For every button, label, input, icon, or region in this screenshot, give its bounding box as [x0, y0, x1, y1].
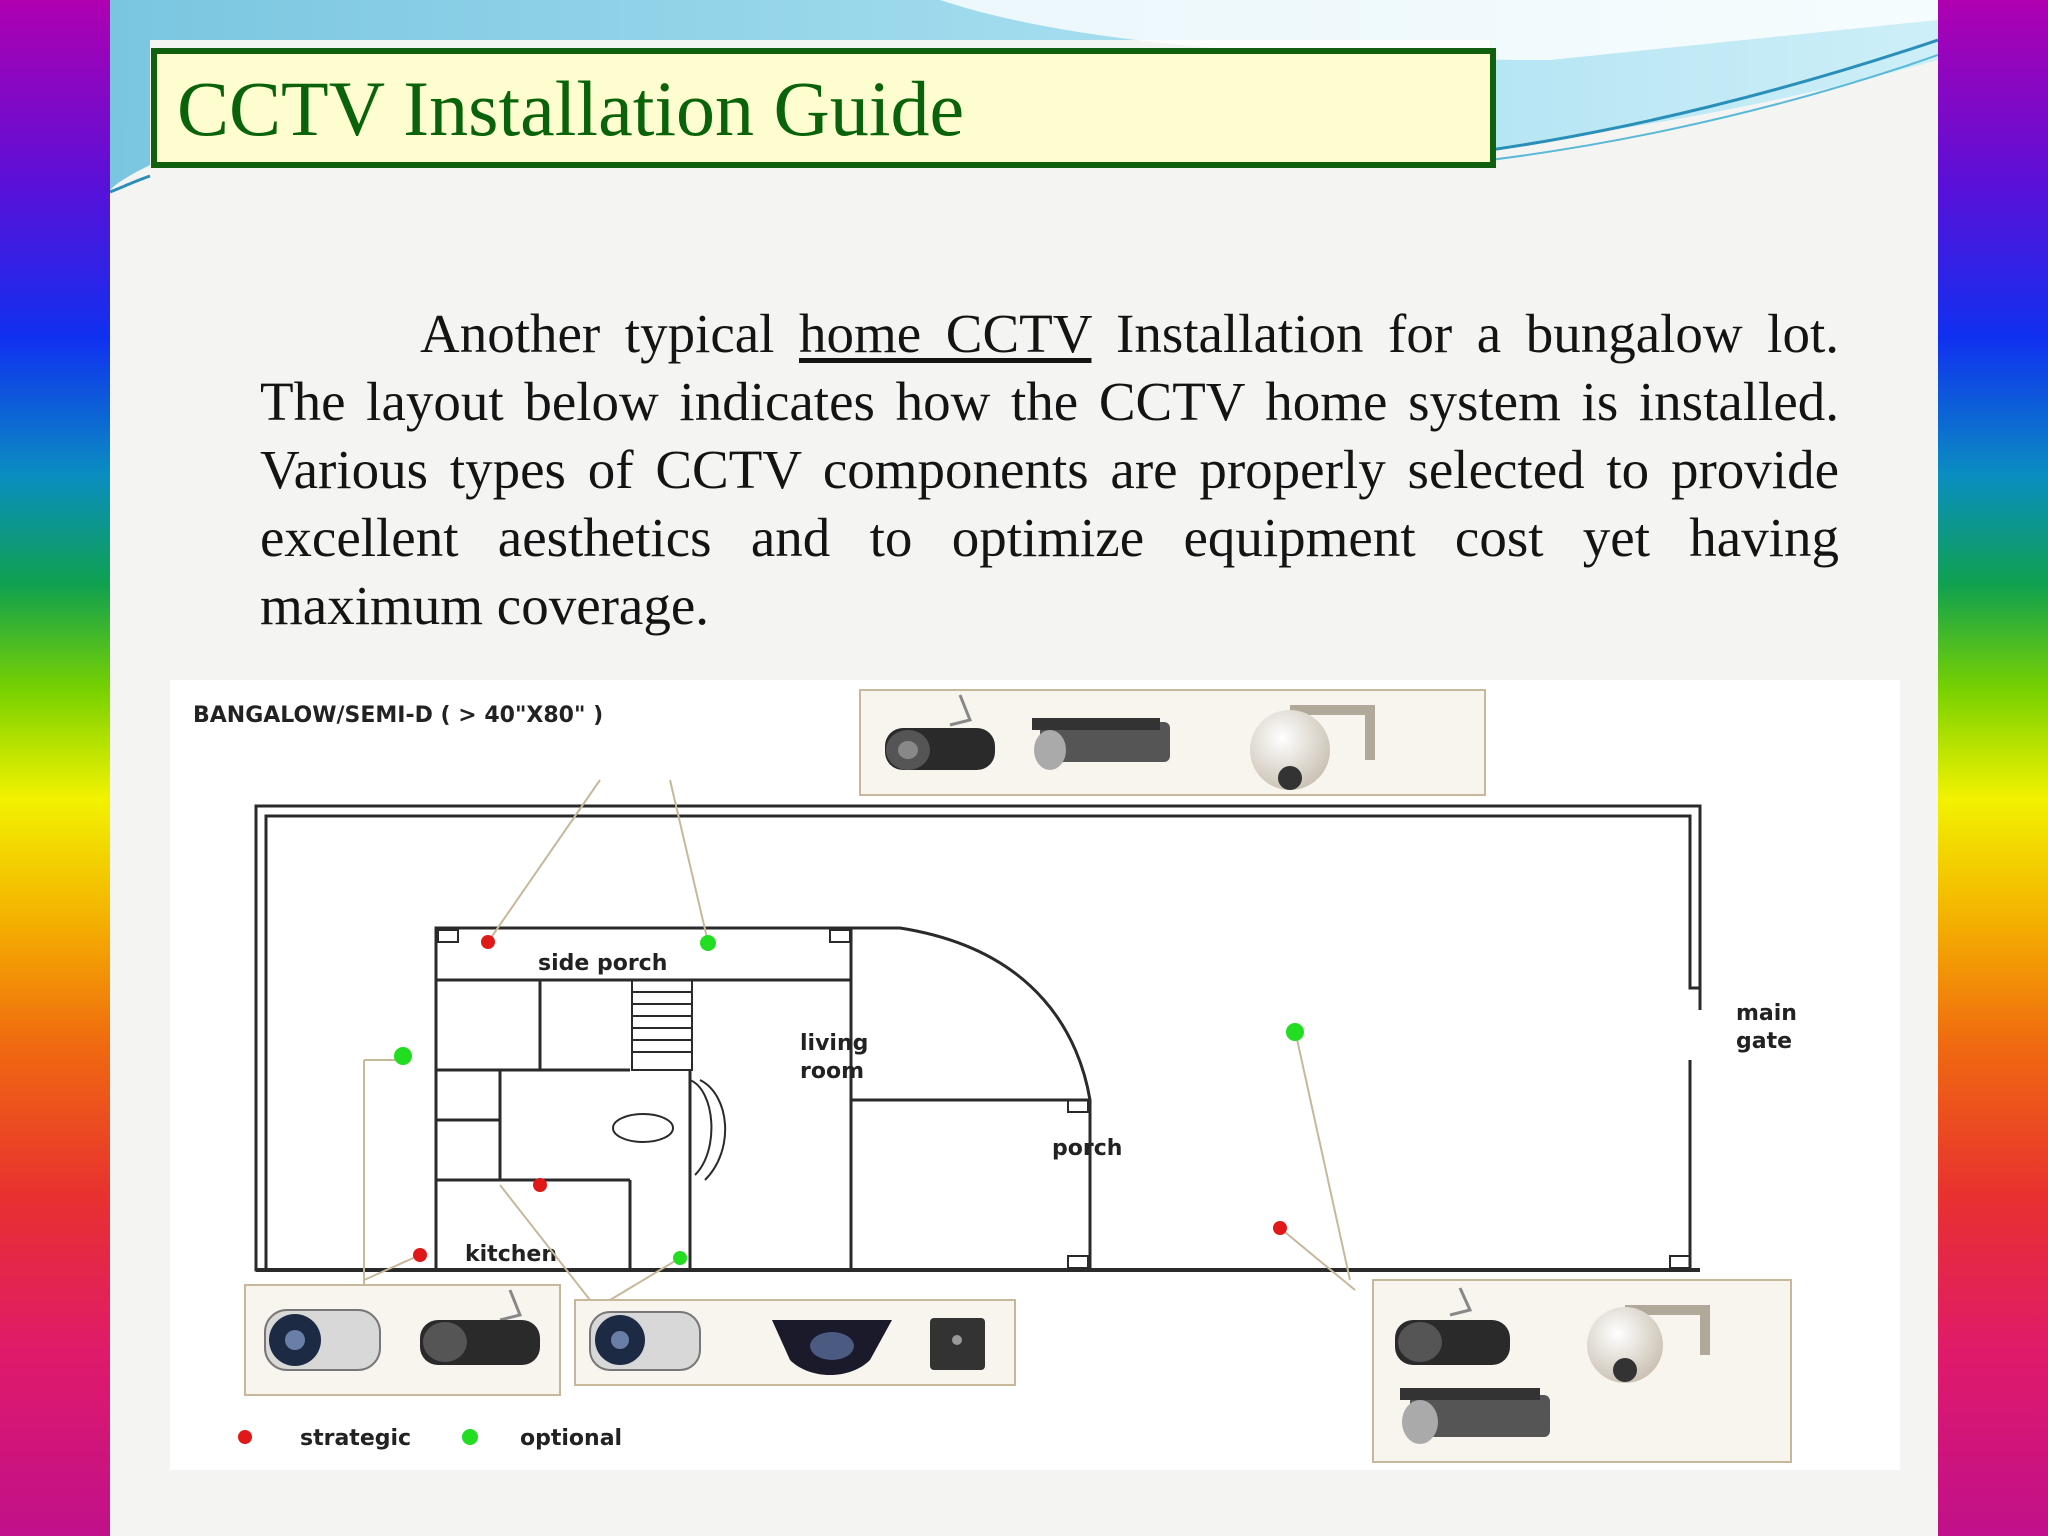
ir-bullet-camera-icon [589, 1311, 701, 1371]
optional-marker [394, 1047, 412, 1065]
rainbow-border-right [1938, 0, 2048, 1536]
camera-group-top [859, 689, 1486, 796]
ptz-dome-camera-icon [1587, 1305, 1710, 1383]
slide: CCTV Installation Guide Another typical … [110, 0, 1938, 1536]
strategic-marker [481, 935, 495, 949]
camera-markers [394, 935, 1304, 1265]
dome-camera-icon [772, 1320, 892, 1375]
rainbow-border-left [0, 0, 110, 1536]
sofa-arc [689, 1079, 713, 1176]
ptz-dome-camera-icon [1250, 705, 1375, 790]
strategic-marker [533, 1178, 547, 1192]
label-main: main [1736, 1001, 1797, 1026]
legend-optional-swatch [462, 1429, 478, 1445]
diagram-heading: BANGALOW/SEMI-D ( > 40"X80" ) [193, 703, 603, 728]
legend-optional-label: optional [520, 1426, 622, 1451]
pinhole-camera-icon [930, 1318, 985, 1370]
decorative-swoosh [110, 0, 1938, 194]
strategic-marker [1273, 1221, 1287, 1235]
bullet-camera-icon [885, 694, 995, 770]
intro-paragraph: Another typical home CCTV Installation f… [260, 300, 1839, 640]
home-cctv-link[interactable]: home CCTV [799, 303, 1092, 364]
connector-lines [363, 779, 1356, 1301]
legend-strategic-swatch [238, 1430, 252, 1444]
camera-group-bottom-left [244, 1284, 561, 1396]
dining-table [612, 1113, 674, 1143]
bullet-camera-icon [1395, 1287, 1510, 1365]
optional-marker [673, 1251, 687, 1265]
strategic-marker [413, 1248, 427, 1262]
legend-strategic-label: strategic [300, 1426, 411, 1451]
lot-boundary [254, 804, 1702, 1272]
label-living: living [800, 1031, 868, 1056]
label-side-porch: side porch [538, 951, 667, 976]
optional-marker [700, 935, 716, 951]
box-camera-icon [1032, 718, 1170, 770]
page-title: CCTV Installation Guide [177, 65, 965, 152]
optional-marker [1286, 1023, 1304, 1041]
cctv-layout-diagram: BANGALOW/SEMI-D ( > 40"X80" ) [170, 680, 1900, 1470]
title-box: CCTV Installation Guide [151, 48, 1496, 168]
house-floorplan [434, 926, 1691, 1272]
label-kitchen: kitchen [465, 1242, 557, 1267]
legend: strategic optional [238, 1426, 622, 1451]
camera-group-bottom-right [1372, 1279, 1792, 1463]
box-camera-icon [1400, 1388, 1550, 1444]
staircase [631, 979, 693, 1071]
ir-bullet-camera-icon [264, 1309, 381, 1371]
label-gate: gate [1736, 1029, 1792, 1054]
label-porch: porch [1052, 1136, 1122, 1161]
paragraph-text-start: Another typical [420, 303, 800, 364]
bullet-camera-icon [420, 1289, 540, 1365]
paragraph-text-rest: Installation for a bungalow lot. The lay… [260, 303, 1839, 636]
camera-group-bottom-center [574, 1299, 1016, 1386]
label-room: room [800, 1059, 864, 1084]
